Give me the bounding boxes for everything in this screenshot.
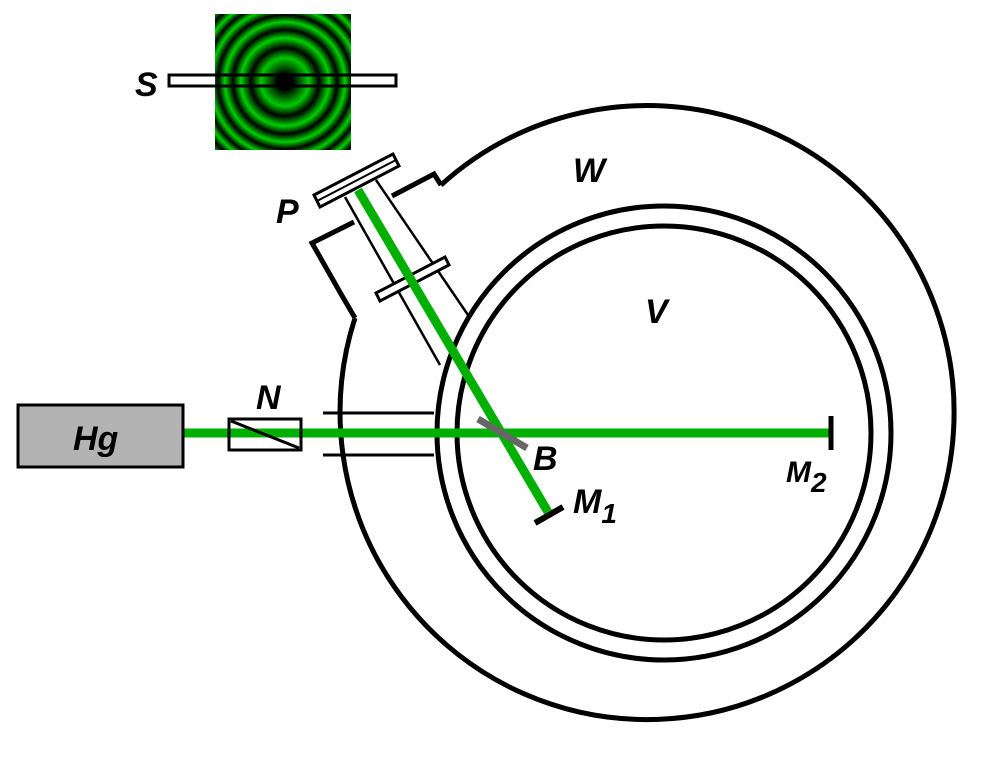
label-filter: N [256, 379, 282, 417]
mercury-lamp [16, 403, 185, 469]
label-mirror1: M1 [573, 483, 617, 529]
fringe-pattern [215, 14, 351, 150]
outer-chamber [337, 103, 957, 723]
output-tube [311, 151, 470, 366]
label-inner-chamber: V [645, 293, 671, 331]
outer-chamber-break-left [308, 219, 358, 320]
label-mirror2: M2 [786, 456, 827, 498]
screen-bar [167, 73, 398, 88]
label-outer-chamber: W [573, 152, 608, 190]
label-screen: S [135, 66, 158, 104]
filter-diagonal [230, 419, 300, 450]
label-window: P [276, 193, 299, 231]
beam-diagonal [354, 187, 552, 515]
mirror1 [533, 504, 565, 526]
beamsplitter [476, 415, 529, 452]
outer-chamber-break-top [390, 170, 444, 199]
filter-box [227, 417, 303, 452]
label-source: Hg [73, 420, 119, 458]
label-beamsplitter: B [533, 440, 558, 478]
